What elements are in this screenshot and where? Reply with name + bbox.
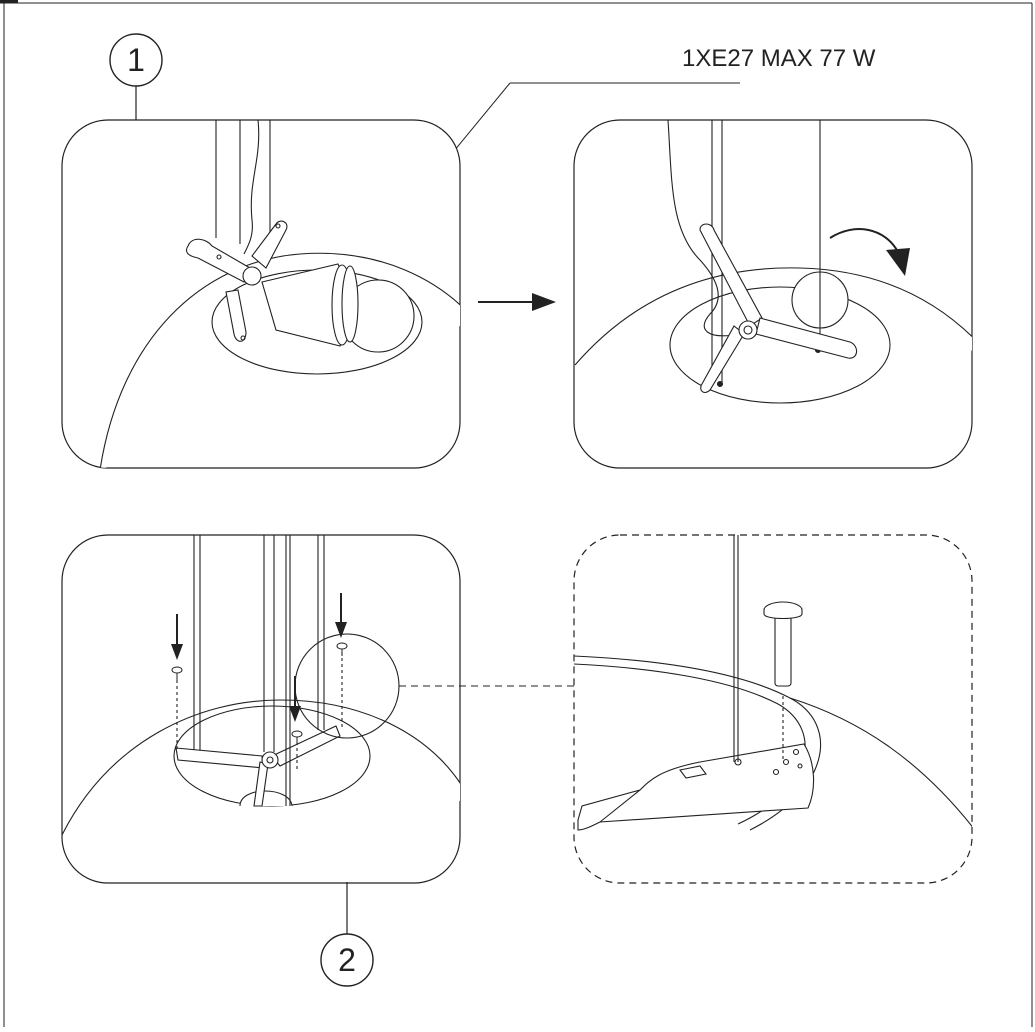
svg-text:2: 2 <box>338 942 356 978</box>
step-marker-1: 1 <box>109 33 163 121</box>
large-screw-icon <box>763 601 803 687</box>
svg-text:1: 1 <box>127 42 145 78</box>
rotate-arrow-icon <box>829 228 910 276</box>
arrow-right-icon <box>478 293 556 311</box>
panel-insert-screws <box>61 534 461 884</box>
panel-rotate-bracket <box>573 119 973 469</box>
panel-bulb-socket <box>61 119 461 469</box>
screw-icon <box>171 642 348 744</box>
svg-text:1XE27 MAX 77 W: 1XE27 MAX 77 W <box>682 45 876 72</box>
bulb-spec-callout: 1XE27 MAX 77 W <box>355 45 876 271</box>
step-marker-2: 2 <box>320 882 374 987</box>
arrow-down-icon <box>171 593 347 722</box>
panel-screw-detail <box>573 534 973 884</box>
